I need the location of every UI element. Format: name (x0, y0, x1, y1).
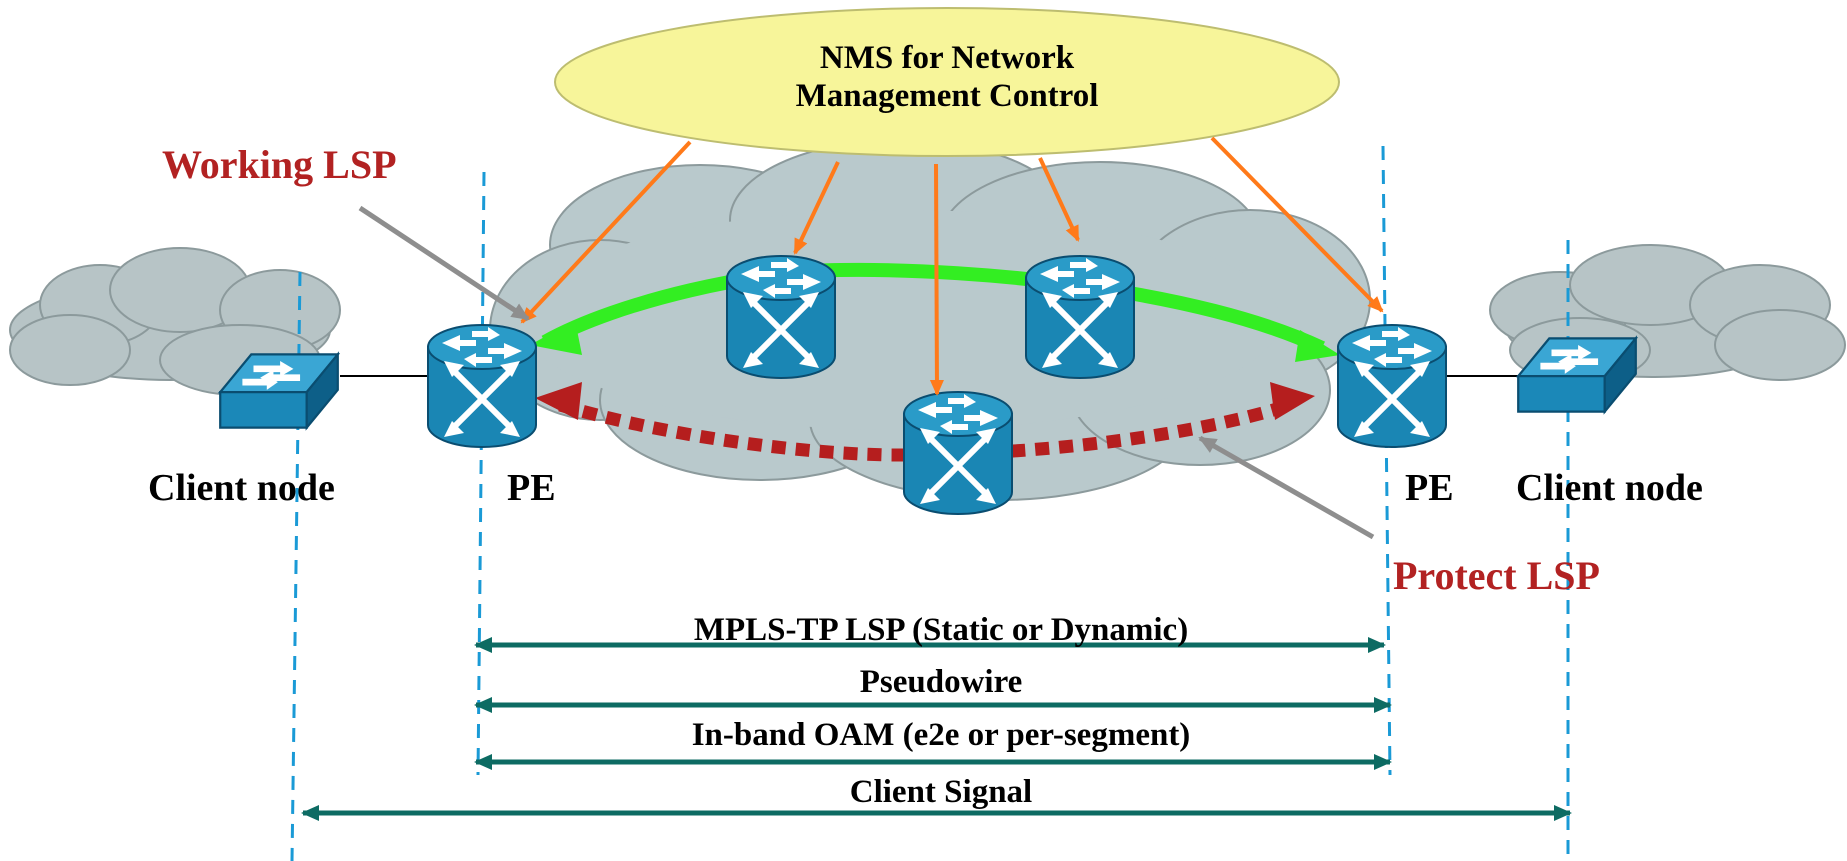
router-core-top-right[interactable] (1026, 256, 1134, 378)
router-core-top-left[interactable] (727, 256, 835, 378)
working-lsp-path (541, 262, 1326, 355)
client-node-left-label: Client node (148, 467, 335, 509)
pe-left-label: PE (507, 467, 556, 509)
nms-control-links (520, 136, 1384, 396)
pe-right-label: PE (1405, 467, 1454, 509)
cloud-icon (9, 139, 1846, 501)
protect-lsp-pointer (1198, 435, 1375, 540)
pe-boundary-right (1381, 145, 1392, 776)
router-pe-right[interactable] (1338, 325, 1446, 447)
router-pe-left[interactable] (428, 325, 536, 447)
pe-boundary-left (476, 171, 486, 776)
protect-lsp-arrowhead-right (1270, 382, 1315, 420)
protect-lsp-arrowhead-left (535, 382, 582, 420)
working-lsp-arrowhead-left (530, 320, 582, 355)
nms-title-line1: NMS for Network (820, 40, 1075, 76)
span-label-oam: In-band OAM (e2e or per-segment) (692, 717, 1191, 753)
working-lsp-label: Working LSP (162, 142, 397, 187)
span-label-mpls: MPLS-TP LSP (Static or Dynamic) (694, 612, 1188, 648)
working-lsp-arrowhead-right (1295, 330, 1340, 362)
nms-title-line2: Management Control (796, 78, 1099, 114)
nms-ellipse: NMS for Network Management Control (554, 7, 1340, 157)
core-cloud (489, 139, 1371, 501)
protect-lsp-label: Protect LSP (1393, 553, 1600, 598)
protect-lsp-path (558, 398, 1292, 462)
router-core-bottom[interactable] (904, 392, 1012, 514)
span-label-client: Client Signal (850, 774, 1032, 810)
working-lsp-pointer (358, 205, 530, 322)
client-cloud-right (1489, 244, 1846, 383)
span-label-pseudowire: Pseudowire (860, 664, 1023, 700)
span-arrows (301, 637, 1572, 821)
client-node-right-label: Client node (1516, 467, 1703, 509)
